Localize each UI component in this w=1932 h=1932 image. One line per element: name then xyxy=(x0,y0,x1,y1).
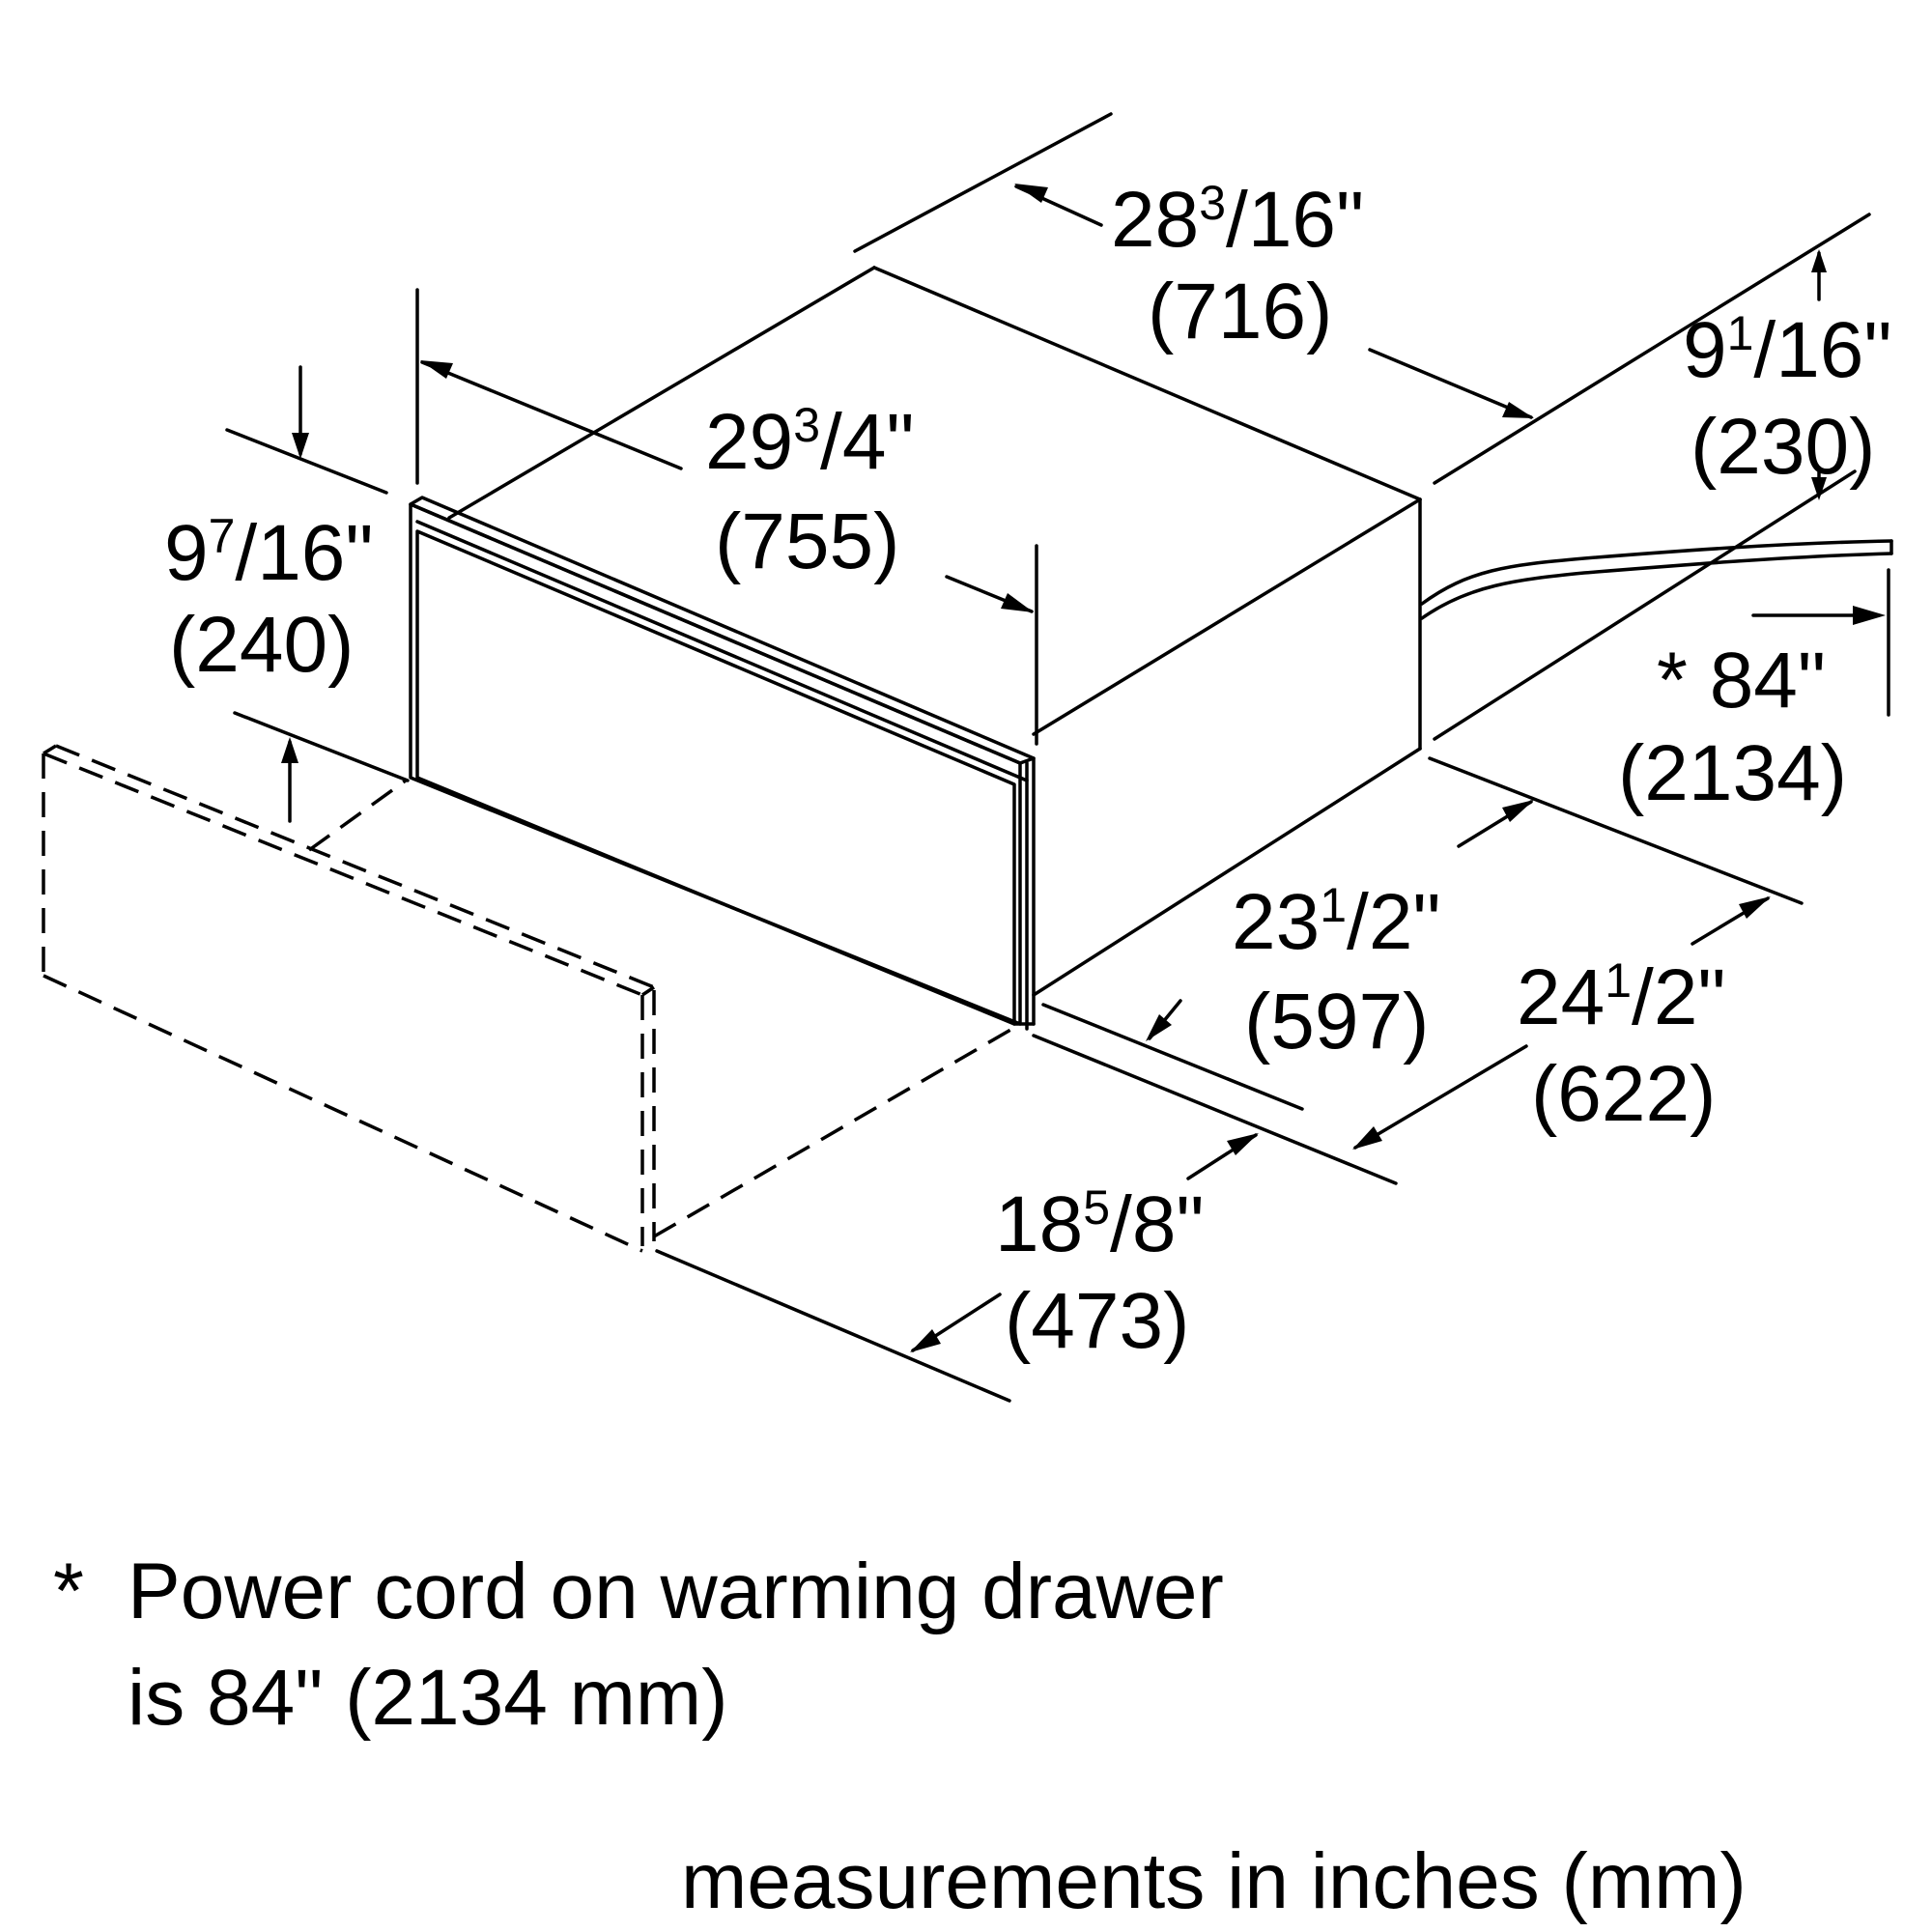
height-front-mm: (240) xyxy=(169,601,354,689)
height-rear-sup: 1 xyxy=(1727,306,1754,360)
height-front-frac: /16" xyxy=(235,509,373,597)
cabinet-depth-frac: /8" xyxy=(1110,1180,1205,1268)
cutout-width-sup: 1 xyxy=(1320,878,1347,932)
height-rear-whole: 9 xyxy=(1683,306,1727,394)
dimension-cutout-depth: 241/2" (622) xyxy=(1517,953,1726,1138)
footnote-line-2: is 84" (2134 mm) xyxy=(128,1654,728,1742)
svg-text:283/16": 283/16" xyxy=(1111,176,1364,264)
cabinet-depth-mm: (473) xyxy=(1005,1277,1189,1365)
svg-text:91/16": 91/16" xyxy=(1683,306,1892,394)
depth-overall-sup: 3 xyxy=(1199,176,1226,230)
footnote-asterisk: * xyxy=(53,1548,84,1635)
dimension-cabinet-depth: 185/8" (473) xyxy=(995,1180,1205,1365)
dimension-arrows xyxy=(281,184,1886,1352)
cutout-width-frac: /2" xyxy=(1347,878,1441,966)
cabinet-cutout xyxy=(42,744,1013,1253)
depth-overall-frac: /16" xyxy=(1226,176,1364,264)
svg-text:241/2": 241/2" xyxy=(1517,953,1726,1041)
cutout-depth-whole: 24 xyxy=(1517,953,1605,1041)
height-rear-frac: /16" xyxy=(1753,306,1891,394)
cabinet-depth-whole: 18 xyxy=(995,1180,1083,1268)
svg-text:185/8": 185/8" xyxy=(995,1180,1205,1268)
cord-length-label: * 84" xyxy=(1657,637,1826,724)
drawer-body xyxy=(409,266,1422,1031)
cutout-depth-frac: /2" xyxy=(1632,953,1726,1041)
width-overall-mm: (755) xyxy=(715,497,899,585)
depth-overall-mm: (716) xyxy=(1148,268,1332,355)
cutout-depth-mm: (622) xyxy=(1531,1050,1716,1138)
cord-length-mm: (2134) xyxy=(1618,729,1847,817)
cabinet-depth-sup: 5 xyxy=(1083,1180,1110,1235)
dimension-depth-overall: 283/16" (716) xyxy=(1111,176,1364,355)
cutout-depth-sup: 1 xyxy=(1605,953,1632,1008)
height-rear-mm: (230) xyxy=(1690,403,1875,491)
height-front-whole: 9 xyxy=(164,509,209,597)
extension-lines xyxy=(225,112,1890,1403)
cutout-width-whole: 23 xyxy=(1232,878,1320,966)
dimension-height-rear: 91/16" (230) xyxy=(1683,306,1892,491)
width-overall-whole: 29 xyxy=(705,398,793,486)
width-overall-frac: /4" xyxy=(820,398,915,486)
height-front-sup: 7 xyxy=(209,509,236,563)
dimension-width-overall: 293/4" (755) xyxy=(705,398,915,585)
svg-text:231/2": 231/2" xyxy=(1232,878,1441,966)
dimension-cutout-width: 231/2" (597) xyxy=(1232,878,1441,1065)
width-overall-sup: 3 xyxy=(793,398,820,452)
power-cord xyxy=(1420,539,1893,620)
units-note: measurements in inches (mm) xyxy=(681,1837,1747,1925)
dimension-cord-length: * 84" (2134) xyxy=(1618,637,1847,817)
depth-overall-whole: 28 xyxy=(1111,176,1199,264)
footnote: * Power cord on warming drawer is 84" (2… xyxy=(53,1548,1224,1742)
svg-text:293/4": 293/4" xyxy=(705,398,915,486)
svg-text:97/16": 97/16" xyxy=(164,509,374,597)
footnote-line-1: Power cord on warming drawer xyxy=(128,1548,1224,1635)
cutout-width-mm: (597) xyxy=(1244,978,1429,1065)
dimension-height-front: 97/16" (240) xyxy=(164,509,374,689)
